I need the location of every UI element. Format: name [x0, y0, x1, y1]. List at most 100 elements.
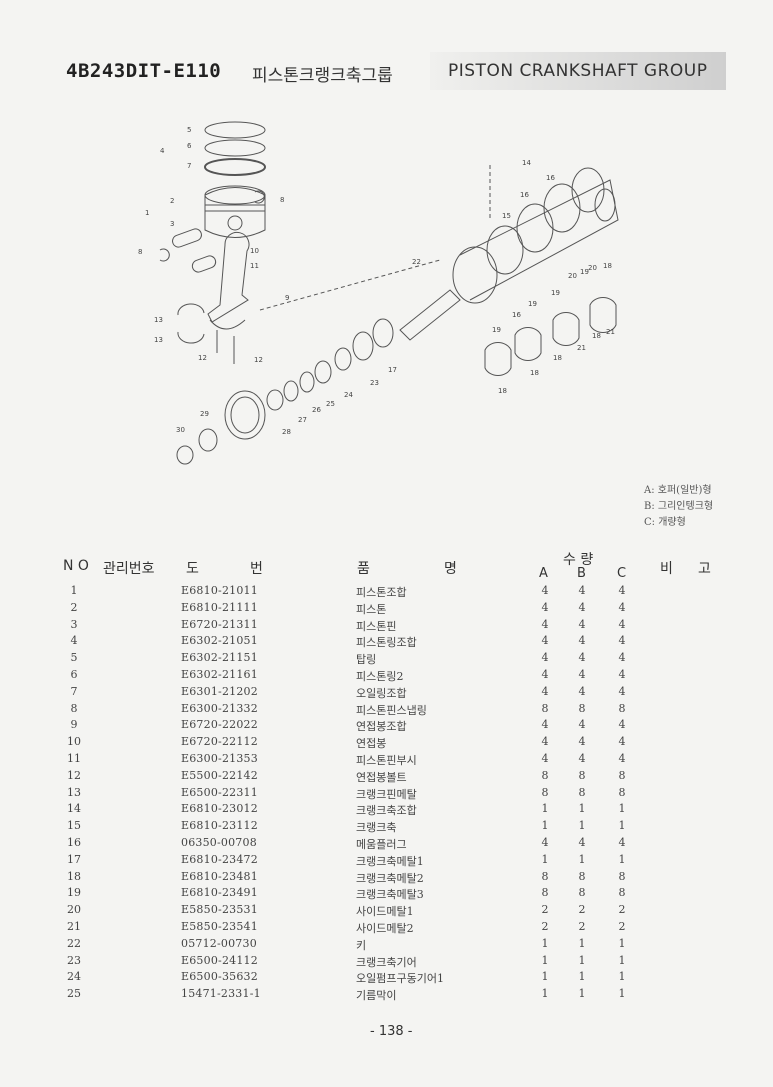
part-number: E6302-21151	[181, 651, 258, 665]
svg-text:24: 24	[344, 391, 353, 399]
qty-c: 4	[618, 651, 626, 665]
qty-b: 4	[578, 651, 586, 665]
group-title-korean: 피스톤크랭크축그룹	[252, 66, 393, 86]
qty-a: 8	[541, 785, 549, 799]
qty-a: 4	[541, 836, 549, 849]
qty-b: 1	[578, 802, 586, 816]
qty-c: 1	[618, 852, 626, 866]
qty-a: 4	[541, 668, 549, 681]
svg-text:2: 2	[170, 197, 174, 205]
part-number: E6810-23472	[181, 852, 258, 866]
part-number: 15471-2331-1	[181, 987, 261, 1001]
qty-b: 2	[578, 920, 586, 933]
part-number: E5500-22142	[181, 768, 258, 782]
svg-text:11: 11	[250, 262, 259, 270]
svg-text:5: 5	[187, 126, 191, 134]
crankshaft	[399, 167, 619, 341]
svg-text:20: 20	[568, 272, 577, 280]
qty-b: 4	[578, 634, 586, 648]
part-number: 05712-00730	[181, 936, 257, 950]
qty-b: 8	[578, 785, 586, 799]
svg-text:18: 18	[592, 332, 601, 340]
part-number: E5850-23531	[181, 903, 258, 917]
qty-b: 1	[578, 936, 586, 950]
piston-pin	[172, 228, 202, 248]
row-no: 13	[67, 785, 81, 799]
header-part-no-2: 번	[250, 561, 263, 577]
svg-text:25: 25	[326, 400, 335, 408]
pin-bush	[191, 255, 217, 273]
qty-b: 4	[578, 735, 586, 749]
qty-b: 1	[578, 819, 586, 833]
row-no: 7	[70, 684, 78, 698]
header-part-no-1: 도	[186, 561, 199, 577]
row-no: 23	[67, 953, 81, 967]
qty-a: 1	[541, 987, 549, 1001]
qty-b: 4	[578, 752, 586, 765]
svg-text:16: 16	[512, 311, 521, 319]
legend-a: A: 호퍼(일반)형	[644, 485, 712, 496]
part-name: 피스톤링2	[356, 670, 404, 683]
model-code: 4B243DIT-E110	[66, 60, 222, 82]
qty-b: 1	[578, 970, 586, 984]
svg-text:29: 29	[200, 410, 209, 418]
row-no: 1	[70, 584, 78, 597]
part-name: 피스톤링조합	[356, 636, 417, 650]
svg-text:10: 10	[250, 247, 259, 255]
svg-text:13: 13	[154, 336, 163, 344]
qty-a: 1	[541, 970, 549, 984]
part-name: 키	[356, 938, 367, 952]
svg-text:15: 15	[502, 212, 511, 220]
qty-a: 4	[541, 752, 549, 765]
part-name: 크랭크핀메탈	[356, 787, 417, 801]
header-band	[430, 52, 726, 90]
row-no: 21	[67, 920, 81, 933]
qty-c: 8	[618, 785, 626, 799]
qty-c: 8	[618, 701, 626, 715]
page-number: - 138 -	[370, 1024, 413, 1039]
qty-c: 2	[618, 920, 626, 933]
qty-b: 1	[578, 953, 586, 967]
qty-c: 4	[618, 668, 626, 681]
svg-text:14: 14	[522, 159, 531, 167]
row-no: 4	[70, 634, 78, 648]
part-name: 크랭크축조합	[356, 804, 417, 818]
qty-b: 4	[578, 668, 586, 681]
part-name: 피스톤	[356, 602, 387, 616]
part-number: E6720-21311	[181, 617, 258, 631]
qty-a: 1	[541, 852, 549, 866]
row-no: 6	[70, 668, 78, 681]
qty-b: 4	[578, 600, 586, 614]
row-no: 17	[67, 852, 81, 866]
crankshaft-gear	[224, 390, 266, 440]
group-title-english: PISTON CRANKSHAFT GROUP	[448, 61, 708, 81]
qty-a: 4	[541, 584, 549, 597]
header-qty-c: C	[617, 566, 627, 581]
qty-a: 2	[541, 903, 549, 917]
part-name: 사이드메탈1	[356, 905, 414, 919]
piston-ring-second	[204, 139, 266, 157]
svg-text:9: 9	[285, 294, 289, 302]
svg-text:3: 3	[170, 220, 174, 228]
qty-c: 8	[618, 886, 626, 900]
qty-b: 8	[578, 768, 586, 782]
part-number: E5850-23541	[181, 920, 258, 933]
part-name: 크랭크축메탈2	[356, 871, 424, 885]
svg-text:26: 26	[312, 406, 321, 414]
variant-legend: A: 호퍼(일반)형 B: 그리인텡크형 C: 개량형	[644, 483, 713, 531]
qty-b: 8	[578, 701, 586, 715]
header-remarks-1: 비	[660, 561, 673, 577]
qty-c: 1	[618, 987, 626, 1001]
